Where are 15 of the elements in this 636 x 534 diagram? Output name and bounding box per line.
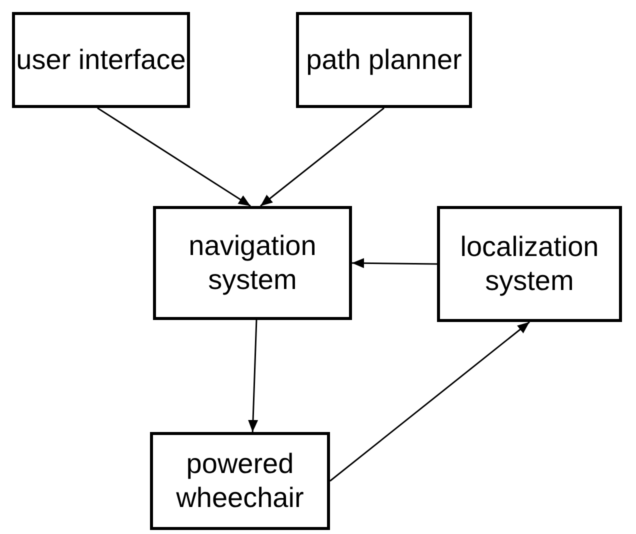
box-label: user interface xyxy=(16,43,186,77)
arrow xyxy=(260,107,384,207)
process-box xyxy=(153,206,352,320)
arrow xyxy=(352,258,438,268)
box-label: path planner xyxy=(306,43,462,77)
box-label: localization system xyxy=(459,230,600,298)
arrow xyxy=(330,321,530,482)
arrow xyxy=(248,320,258,432)
box-label: navigation system xyxy=(188,229,318,297)
process-box xyxy=(150,432,330,530)
process-box xyxy=(296,12,472,108)
box-label: powered wheechair xyxy=(175,447,305,515)
arrow xyxy=(97,107,251,207)
process-box xyxy=(437,206,622,322)
process-box xyxy=(12,12,190,108)
